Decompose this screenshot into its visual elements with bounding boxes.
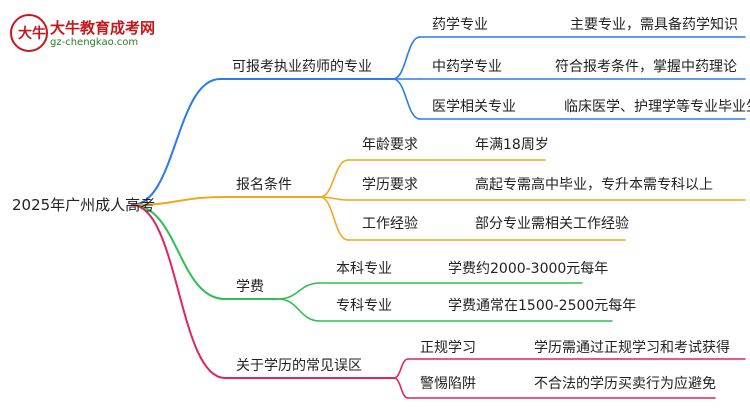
child-detail: 主要专业，需具备药学知识 (570, 17, 738, 33)
child-connector (277, 298, 321, 322)
child-label: 年龄要求 (362, 137, 418, 153)
child-detail: 临床医学、护理学等专业毕业生 (564, 99, 750, 115)
child-label: 中药学专业 (432, 59, 502, 75)
child-detail: 年满18周岁 (475, 137, 549, 153)
logo-title: 大牛教育成考网 (50, 19, 156, 37)
branch-tuition: 学费 (236, 279, 264, 295)
child-label: 本科专业 (336, 261, 392, 277)
child-connector (277, 282, 321, 300)
child-detail: 高起专需高中毕业，专升本需专科以上 (475, 177, 713, 193)
child-detail: 不合法的学历买卖行为应避免 (534, 376, 716, 392)
child-detail: 学费通常在1500-2500元每年 (448, 298, 637, 314)
logo-url: gz-chengkao.com (50, 37, 139, 48)
child-detail: 学历需通过正规学习和考试获得 (534, 340, 730, 356)
branch-connector (131, 204, 226, 300)
child-connector (392, 78, 421, 120)
child-detail: 学费约2000-3000元每年 (448, 261, 609, 277)
child-detail: 部分专业需相关工作经验 (475, 216, 629, 232)
child-connector (319, 159, 349, 198)
child-connector (319, 196, 349, 241)
branch-registration-conditions: 报名条件 (236, 177, 292, 193)
child-label: 药学专业 (432, 17, 488, 33)
child-connector (393, 377, 409, 399)
branch-connector (131, 204, 226, 379)
child-connector (393, 358, 409, 379)
logo-glyph: 大牛 (18, 26, 46, 42)
child-label: 专科专业 (336, 298, 392, 314)
site-logo: 大牛 大牛教育成考网 gz-chengkao.com (10, 14, 170, 54)
child-label: 医学相关专业 (432, 99, 516, 115)
logo-badge-icon: 大牛 (10, 14, 48, 52)
branch-connector (131, 78, 221, 206)
branch-pharmacist-majors: 可报考执业药师的专业 (232, 59, 372, 75)
child-label: 学历要求 (362, 177, 418, 193)
child-detail: 符合报考条件，掌握中药理论 (555, 59, 737, 75)
root-node: 2025年广州成人高考 (12, 196, 156, 214)
child-label: 正规学习 (420, 340, 476, 356)
branch-degree-misconceptions: 关于学历的常见误区 (236, 358, 362, 374)
branch-connector (131, 196, 226, 206)
child-label: 警惕陷阱 (420, 376, 476, 392)
child-connector (392, 36, 421, 80)
child-label: 工作经验 (362, 216, 418, 232)
